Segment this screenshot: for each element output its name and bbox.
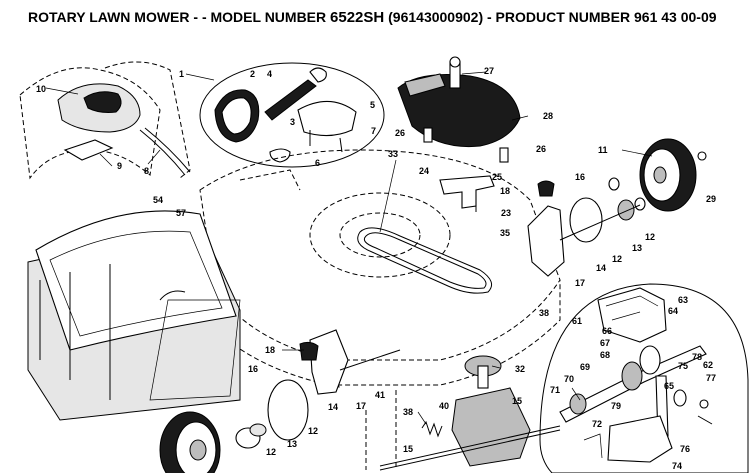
transmission-assembly (365, 355, 561, 471)
callout-17: 17 (575, 278, 585, 288)
front-height-adjuster (527, 177, 646, 277)
callout-71: 71 (550, 385, 560, 395)
callout-65: 65 (664, 381, 674, 391)
rear-height-adjuster (235, 329, 401, 449)
callout-62: 62 (703, 360, 713, 370)
callout-29: 29 (706, 194, 716, 204)
callout-8: 8 (144, 166, 149, 176)
callout-5: 5 (370, 100, 375, 110)
callout-26: 26 (536, 144, 546, 154)
callout-3: 3 (290, 117, 295, 127)
callout-26: 26 (395, 128, 405, 138)
callout-61: 61 (572, 316, 582, 326)
callout-6: 6 (315, 158, 320, 168)
callout-24: 24 (419, 166, 429, 176)
callout-numbers: 1 2 3 4 5 6 7 8 9 10 11 12 12 12 12 13 1… (36, 66, 716, 471)
callout-57: 57 (176, 208, 186, 218)
callout-66: 66 (602, 326, 612, 336)
callout-27: 27 (484, 66, 494, 76)
callout-54: 54 (153, 195, 163, 205)
callout-75: 75 (678, 361, 688, 371)
callout-32: 32 (515, 364, 525, 374)
callout-12: 12 (645, 232, 655, 242)
callout-11: 11 (598, 145, 608, 155)
callout-13: 13 (632, 243, 642, 253)
callout-9: 9 (117, 161, 122, 171)
callout-23: 23 (501, 208, 511, 218)
callout-40: 40 (439, 401, 449, 411)
callout-69: 69 (580, 362, 590, 372)
callout-79: 79 (611, 401, 621, 411)
callout-14: 14 (596, 263, 606, 273)
callout-63: 63 (678, 295, 688, 305)
callout-28: 28 (543, 111, 553, 121)
title-suffix: (96143000902) - PRODUCT NUMBER 961 43 00… (388, 9, 717, 25)
callout-17: 17 (356, 401, 366, 411)
callout-72: 72 (592, 419, 602, 429)
callout-25: 25 (492, 172, 502, 182)
leader-lines (45, 71, 653, 425)
diagram-title: ROTARY LAWN MOWER - - MODEL NUMBER 6522S… (28, 9, 748, 29)
title-prefix: ROTARY LAWN MOWER - - MODEL NUMBER (28, 9, 327, 25)
callout-1: 1 (179, 69, 184, 79)
callout-16: 16 (575, 172, 585, 182)
callout-77: 77 (706, 373, 716, 383)
model-number: 6522SH (330, 9, 385, 26)
callout-38: 38 (539, 308, 549, 318)
callout-78: 78 (692, 352, 702, 362)
callout-76: 76 (680, 444, 690, 454)
callout-68: 68 (600, 350, 610, 360)
callout-15: 15 (403, 444, 413, 454)
handle-grip-assembly (19, 61, 191, 180)
callout-16: 16 (248, 364, 258, 374)
callout-74: 74 (672, 461, 682, 471)
callout-12: 12 (266, 447, 276, 457)
callout-10: 10 (36, 84, 46, 94)
callout-18: 18 (500, 186, 510, 196)
callout-67: 67 (600, 338, 610, 348)
callout-35: 35 (500, 228, 510, 238)
callout-33: 33 (388, 149, 398, 159)
callout-14: 14 (328, 402, 338, 412)
callout-64: 64 (668, 306, 678, 316)
callout-13: 13 (287, 439, 297, 449)
callout-15: 15 (512, 396, 522, 406)
engine-cover-assembly (397, 56, 521, 148)
grass-catcher (27, 210, 241, 421)
callout-12: 12 (308, 426, 318, 436)
callout-38: 38 (403, 407, 413, 417)
callout-12: 12 (612, 254, 622, 264)
front-wheel (639, 138, 707, 212)
callout-4: 4 (267, 69, 272, 79)
callout-18: 18 (265, 345, 275, 355)
callout-7: 7 (371, 126, 376, 136)
callout-41: 41 (375, 390, 385, 400)
rear-wheel (159, 411, 221, 473)
callout-2: 2 (250, 69, 255, 79)
drive-belt (357, 227, 493, 294)
gearbox-inset (539, 283, 749, 473)
handle-bracket-inset (199, 62, 385, 168)
bracket-parts (423, 127, 509, 212)
callout-70: 70 (564, 374, 574, 384)
